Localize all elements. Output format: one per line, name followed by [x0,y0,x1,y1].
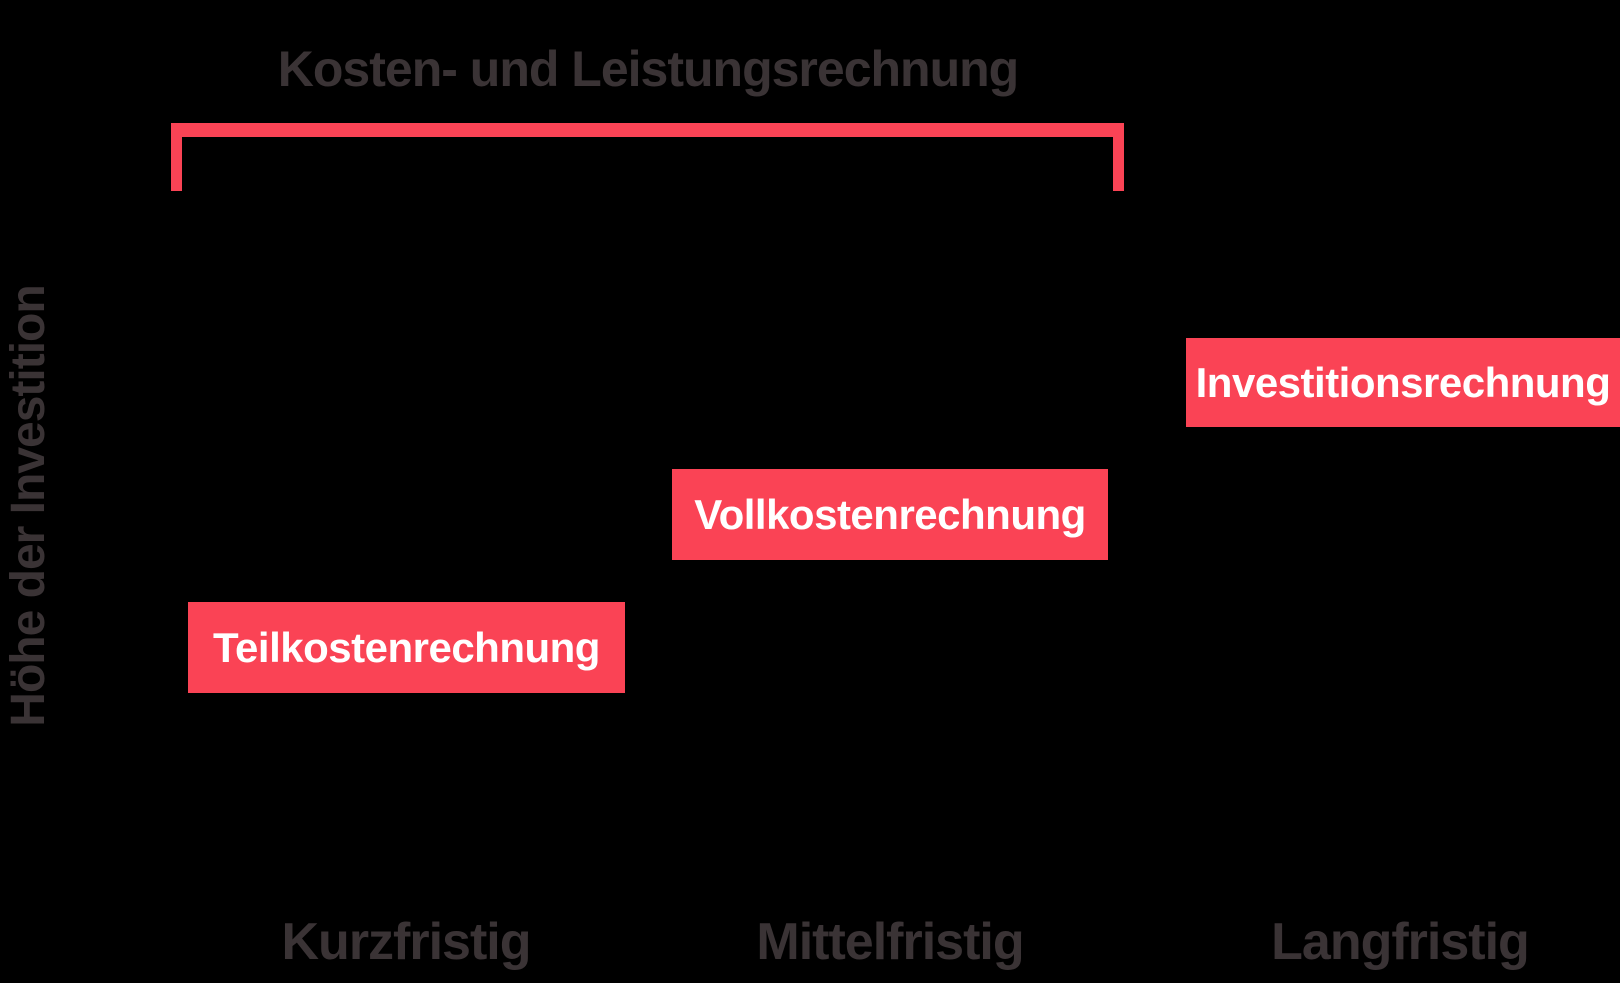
box-teilkostenrechnung: Teilkostenrechnung [188,602,625,693]
range-bracket [171,123,1124,191]
x-axis-label-langfristig: Langfristig [1271,913,1530,971]
box-investitionsrechnung-label: Investitionsrechnung [1195,358,1611,406]
box-vollkostenrechnung-label: Vollkostenrechnung [694,490,1086,538]
diagram-title: Kosten- und Leistungsrechnung [277,41,1019,97]
box-teilkostenrechnung-label: Teilkostenrechnung [213,623,600,671]
box-investitionsrechnung: Investitionsrechnung [1186,338,1620,427]
box-vollkostenrechnung: Vollkostenrechnung [672,469,1108,560]
x-axis-label-mittelfristig: Mittelfristig [756,913,1024,971]
x-axis-label-kurzfristig: Kurzfristig [281,913,532,971]
y-axis-label: Höhe der Investition [2,285,55,727]
